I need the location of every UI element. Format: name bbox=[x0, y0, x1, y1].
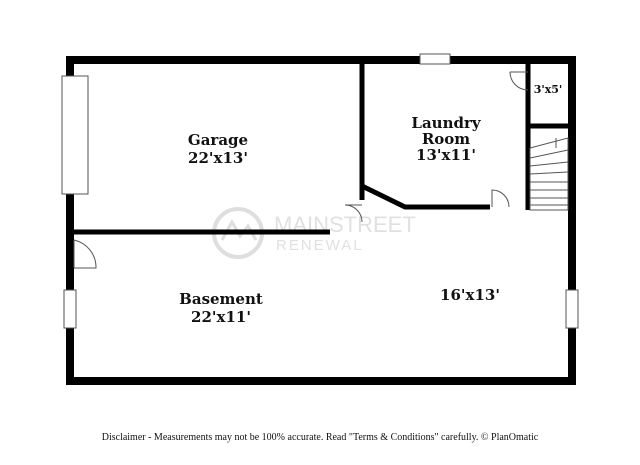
basement-dims: 22'x11' bbox=[191, 308, 251, 326]
exterior-walls bbox=[66, 56, 576, 385]
laundry-window bbox=[419, 53, 451, 65]
watermark-line2: RENEWAL bbox=[276, 237, 364, 254]
laundry-door-swing bbox=[491, 189, 510, 208]
garage-door-window bbox=[61, 75, 89, 195]
garage-door-swing bbox=[344, 204, 363, 223]
disclaimer-text: Disclaimer - Measurements may not be 100… bbox=[101, 432, 539, 443]
right-area-dims: 16'x13' bbox=[440, 286, 500, 304]
wall-laundry-bottom bbox=[360, 183, 490, 210]
basement-left-window bbox=[63, 289, 77, 329]
closet-dims: 3'x5' bbox=[534, 83, 563, 96]
garage-name: Garage bbox=[188, 131, 248, 149]
windows bbox=[61, 53, 579, 329]
garage-dims: 22'x13' bbox=[188, 149, 248, 167]
laundry-name-line2: Room bbox=[422, 130, 470, 148]
right-window bbox=[565, 289, 579, 329]
laundry-name-line1: Laundry bbox=[411, 114, 481, 132]
wall-left bbox=[66, 56, 74, 385]
doors bbox=[73, 71, 529, 269]
interior-walls bbox=[74, 64, 568, 235]
closet-door-swing bbox=[509, 71, 529, 91]
laundry-dims: 13'x11' bbox=[416, 146, 476, 164]
basement-door-swing bbox=[73, 239, 97, 269]
wall-bottom bbox=[66, 377, 576, 385]
wall-right bbox=[568, 56, 576, 385]
stair-outline bbox=[529, 137, 569, 211]
wall-top bbox=[66, 56, 576, 64]
basement-name: Basement bbox=[179, 290, 263, 308]
stairs bbox=[529, 137, 569, 211]
